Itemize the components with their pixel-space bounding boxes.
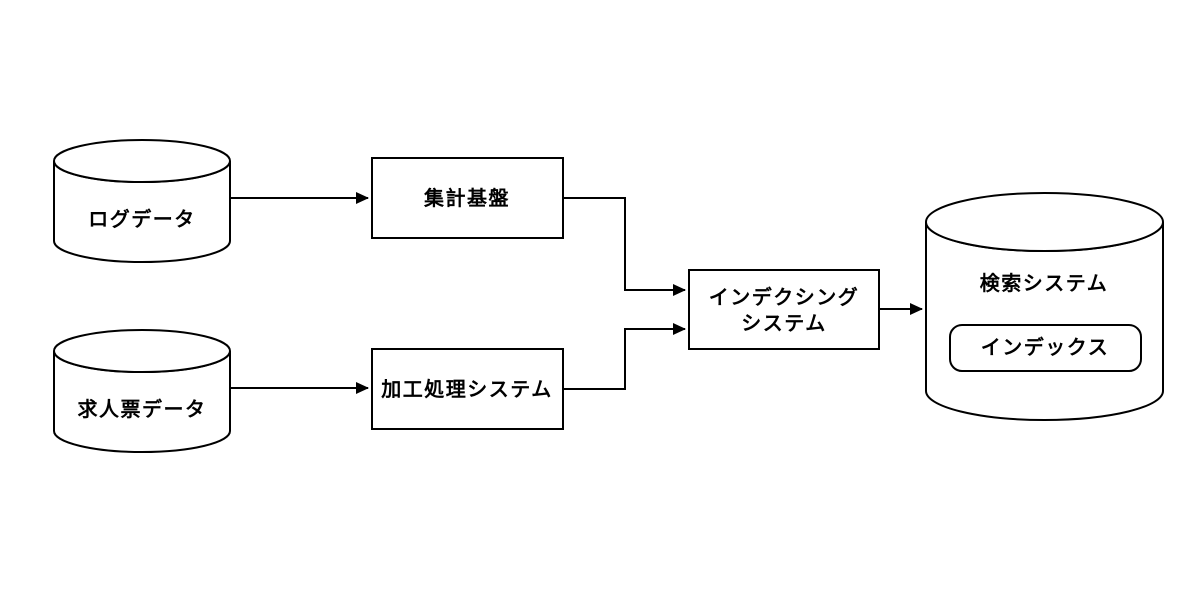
rounded-rect-box: [949, 324, 1142, 372]
aggregation-platform-label: 集計基盤: [423, 186, 510, 210]
cylinder-top: [53, 329, 231, 373]
node-search-system: 検索システム インデックス: [925, 192, 1164, 421]
indexing-system-label-line2: システム: [741, 313, 826, 335]
edges: [230, 192, 923, 394]
processing-system-label: 加工処理システム: [380, 378, 552, 401]
index-store-label: インデックス: [981, 335, 1109, 359]
node-aggregation-platform: 集計基盤: [371, 157, 564, 239]
node-indexing-system: インデクシング システム: [688, 269, 880, 350]
indexing-system-label-line1: インデクシング: [709, 285, 860, 309]
node-log-data: ログデータ: [53, 139, 231, 263]
rect-box: [688, 269, 880, 350]
search-system-label: 検索システム: [980, 271, 1108, 295]
rect-box: [371, 157, 564, 239]
node-processing-system: 加工処理システム: [371, 348, 564, 430]
rect-box: [371, 348, 564, 430]
node-job-posting-data: 求人票データ: [53, 329, 231, 453]
edge-aggregation-to-indexing: [563, 197, 686, 296]
node-index-store: インデックス: [949, 324, 1142, 372]
edge-processing-to-indexing: [563, 323, 686, 390]
cylinder-top: [925, 192, 1164, 252]
cylinder-top: [53, 139, 231, 183]
job-posting-data-label: 求人票データ: [78, 397, 207, 421]
log-data-label: ログデータ: [88, 207, 196, 231]
